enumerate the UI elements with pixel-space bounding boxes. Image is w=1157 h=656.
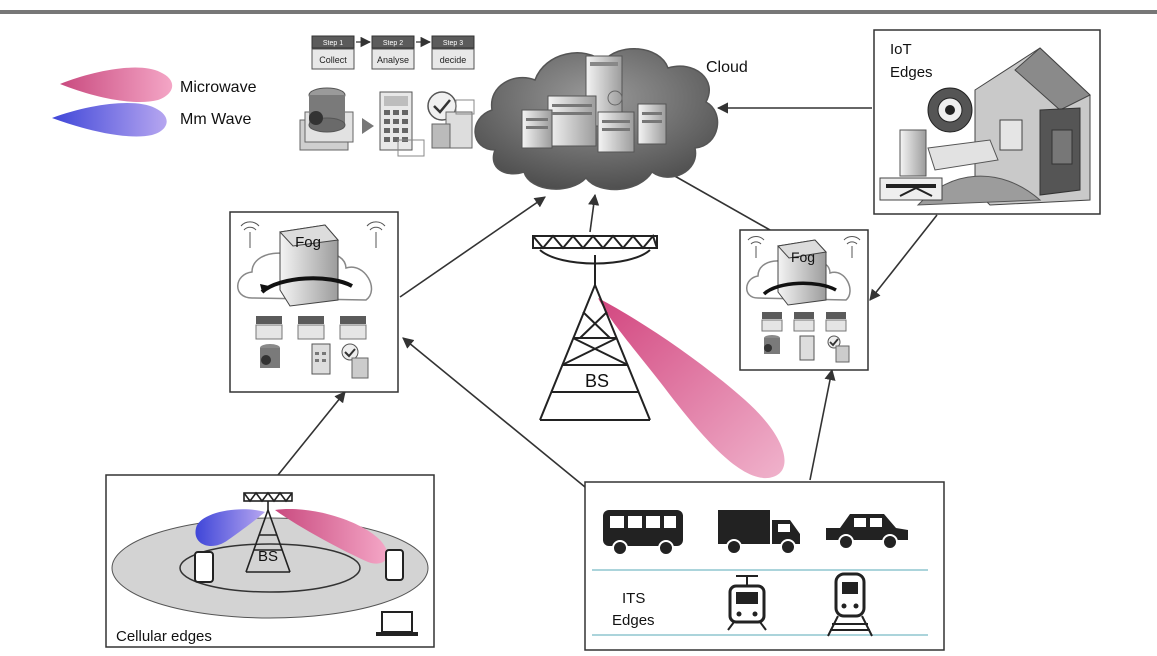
cellular-edges-box — [105, 474, 435, 648]
card-reader-icon — [879, 177, 943, 201]
mmwave-legend-label: Mm Wave — [180, 111, 252, 128]
antenna-icon-left — [240, 221, 386, 248]
microwave-beam — [598, 298, 785, 479]
fog-node-left — [229, 211, 399, 393]
arrow-bs-to-cloud — [588, 193, 600, 233]
process-step-3: Step 3 decide — [431, 35, 475, 70]
antenna-icon-right — [747, 236, 861, 258]
step-2-label: Analyse — [377, 55, 409, 65]
process-step-1: Step 1 Collect — [311, 35, 355, 70]
bs-label: BS — [585, 371, 609, 391]
arrow-its-to-fogright — [809, 368, 836, 481]
data-center-icon — [521, 55, 667, 153]
database-icon — [299, 87, 354, 151]
cellular-edges-label: Cellular edges — [116, 628, 212, 645]
iot-label-line2: Edges — [890, 64, 933, 81]
decision-check-icon — [427, 91, 475, 149]
arrow-iot-to-fogright — [869, 214, 938, 301]
train-icon — [827, 572, 873, 637]
fog-left-process — [255, 316, 369, 379]
smartphone-icon-left — [194, 551, 214, 583]
process-step-2: Step 2 Analyse — [371, 35, 415, 70]
microwave-legend-beam — [60, 67, 173, 103]
mmwave-legend-beam — [52, 103, 167, 137]
arrow-cellular-to-fogleft — [277, 391, 346, 476]
its-label-line1: ITS — [622, 590, 645, 607]
arrow-its-to-fogleft — [402, 337, 586, 488]
mmwave-beam — [195, 509, 265, 547]
legend — [52, 67, 173, 137]
step-3-label: decide — [440, 55, 467, 65]
process-strip: Step 1 Collect Step 2 Analyse Step 3 dec… — [299, 35, 475, 157]
base-station-tower — [532, 233, 785, 479]
fog-right-process — [761, 312, 850, 363]
top-rule — [0, 10, 1157, 14]
smartphone-icon-right — [385, 549, 404, 581]
coverage-inner — [179, 543, 361, 593]
arrow-fogleft-to-cloud — [399, 196, 546, 298]
step-3-tag: Step 3 — [443, 40, 463, 47]
small-bs-tower — [243, 491, 293, 573]
microwave-beam-small — [275, 509, 388, 564]
its-edges-box — [584, 481, 945, 651]
connections — [277, 102, 938, 488]
bus-icon — [603, 510, 683, 556]
car-icon — [826, 514, 908, 550]
cloud-label: Cloud — [706, 59, 748, 76]
tram-icon — [727, 575, 767, 631]
webcam-icon — [927, 87, 973, 133]
iot-label-line1: IoT — [890, 41, 912, 58]
truck-icon — [718, 510, 800, 555]
its-label-line2: Edges — [612, 612, 655, 629]
calculator-icon — [362, 91, 425, 157]
laptop-icon — [376, 611, 418, 636]
fog-node-right — [739, 229, 869, 371]
cellular-bs-label: BS — [258, 548, 278, 565]
iot-edges-box — [873, 29, 1101, 215]
step-1-tag: Step 1 — [323, 40, 343, 47]
step-1-label: Collect — [319, 55, 347, 65]
microwave-legend-label: Microwave — [180, 79, 257, 96]
step-2-tag: Step 2 — [383, 40, 403, 47]
cloud-shape — [474, 48, 719, 191]
router-icon — [899, 129, 999, 177]
fog-left-label: Fog — [295, 234, 321, 251]
coverage-outer — [111, 517, 429, 619]
fog-right-label: Fog — [791, 249, 815, 265]
